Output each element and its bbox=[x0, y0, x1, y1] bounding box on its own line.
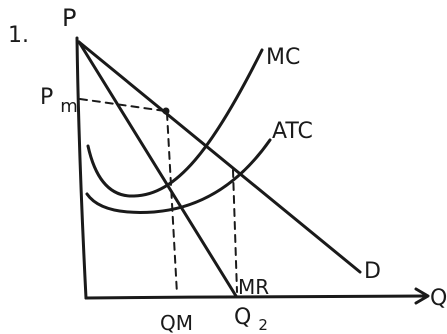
mr-label: MR bbox=[238, 275, 269, 299]
x-axis-arrowhead bbox=[414, 287, 430, 305]
atc-label: ATC bbox=[272, 119, 313, 144]
y-axis bbox=[75, 36, 88, 300]
monopoly-point bbox=[162, 107, 170, 115]
y-axis-label: P bbox=[62, 4, 76, 32]
mr-curve bbox=[77, 40, 238, 298]
pm-dashed-line bbox=[79, 98, 166, 112]
q2-label-base: Q bbox=[234, 305, 251, 330]
pm-label: P m bbox=[40, 85, 78, 117]
q2-dashed-line bbox=[232, 169, 238, 293]
problem-number: 1. bbox=[8, 23, 29, 48]
atc-curve bbox=[85, 138, 272, 214]
demand-curve bbox=[77, 40, 362, 274]
pm-label-base: P bbox=[40, 85, 53, 110]
x-axis bbox=[84, 294, 428, 300]
mc-label: MC bbox=[266, 45, 300, 70]
pm-label-sub: m bbox=[60, 96, 78, 117]
demand-label: D bbox=[364, 259, 381, 284]
q2-label: Q 2 bbox=[234, 305, 268, 334]
mc-curve bbox=[86, 48, 264, 198]
qm-label: QM bbox=[160, 311, 193, 334]
q2-label-sub: 2 bbox=[258, 316, 268, 334]
x-axis-label: Q bbox=[430, 286, 447, 311]
qm-dashed-line bbox=[166, 112, 178, 295]
